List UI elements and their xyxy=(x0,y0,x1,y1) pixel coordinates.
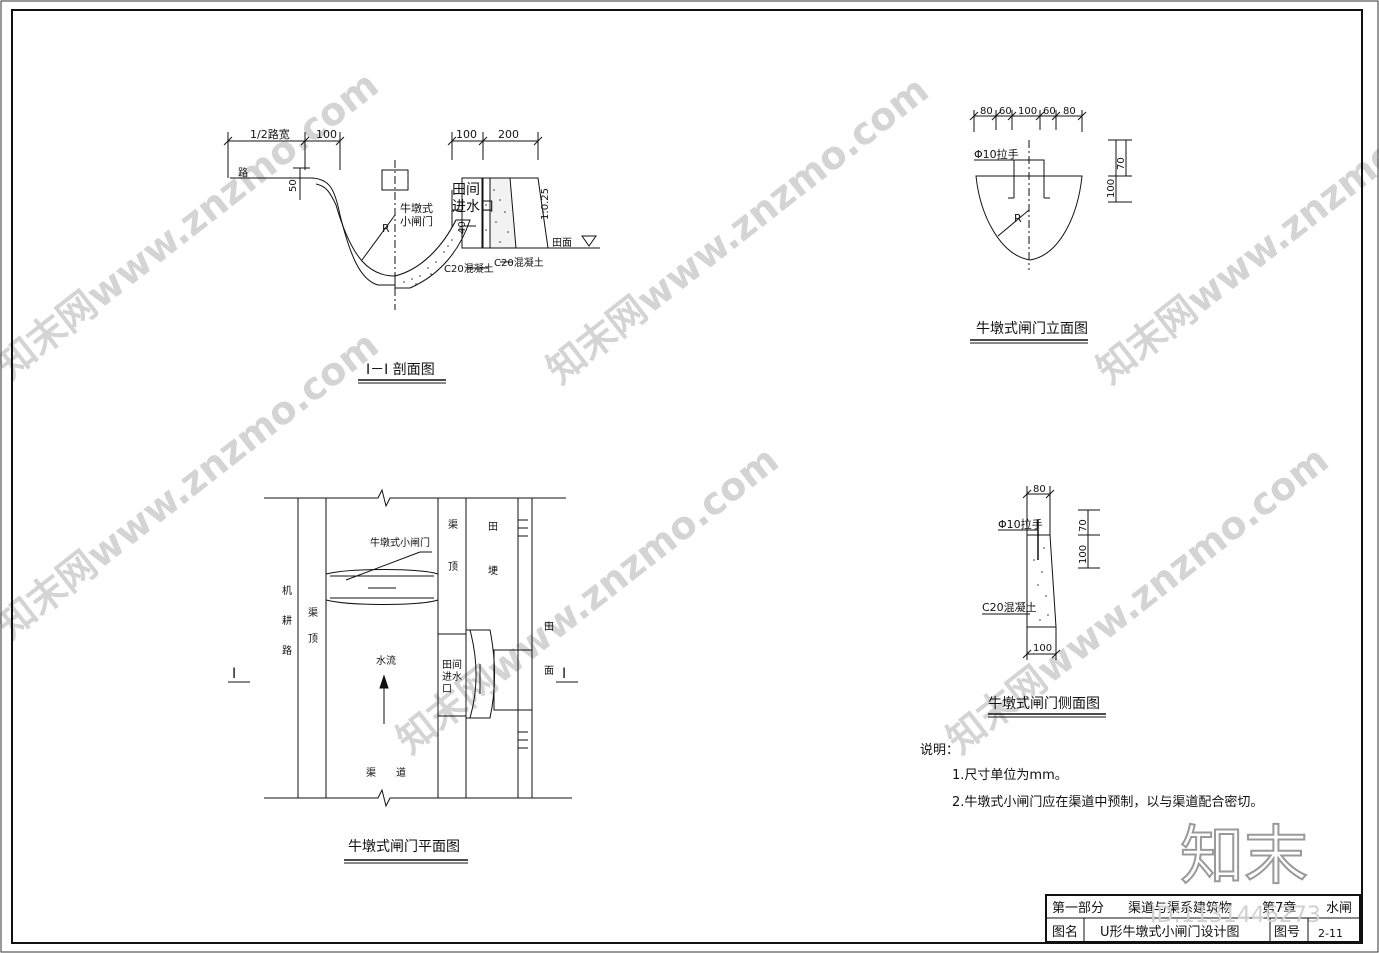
elevation-view-text: 80 60 100 60 80 Φ10拉手 R 70 100 牛墩式闸门立面图 xyxy=(974,106,1127,337)
section-mark-right: I xyxy=(562,666,566,682)
notes-heading: 说明： xyxy=(920,743,959,758)
notes: 说明： 1.尺寸单位为mm。 2.牛墩式小闸门应在渠道中预制，以与渠道配合密切。 xyxy=(920,743,1263,810)
title-block-text: 第一部分 渠道与渠系建筑物 第7章 水闸 图名 U形牛墩式小闸门设计图 图号 2… xyxy=(1052,900,1352,940)
elev-radius-label: R xyxy=(1014,212,1022,225)
tb-section: 第7章 xyxy=(1262,900,1296,916)
tb-drawing-name: U形牛墩式小闸门设计图 xyxy=(1100,925,1240,940)
concrete-label-1: C20混凝土 xyxy=(444,262,494,275)
site-watermark: 知末网www.znzmo.com xyxy=(538,67,936,392)
inlet-label: 田间进水口 xyxy=(452,182,494,215)
plan-view-text: 牛墩式小闸门 机耕路 渠顶 渠顶 田埂 田面 水流 田间进水口 渠 道 I I … xyxy=(232,519,566,855)
tb-number-label: 图号 xyxy=(1274,925,1300,940)
note-item-2: 2.牛墩式小闸门应在渠道中预制，以与渠道配合密切。 xyxy=(952,794,1263,810)
dim-200: 200 xyxy=(498,128,519,141)
plan-canal-label: 渠 道 xyxy=(366,766,406,779)
plan-road-label: 机耕路 xyxy=(282,584,292,657)
elev-dim-3: 100 xyxy=(1018,106,1037,117)
tb-chapter: 渠道与渠系建筑物 xyxy=(1128,900,1232,916)
site-watermark: 知末网www.znzmo.com xyxy=(388,437,786,762)
elev-dim-1: 80 xyxy=(980,106,993,117)
side-view-text: 80 Φ10拉手 C20混凝土 100 70 100 牛墩式闸门侧面图 xyxy=(982,484,1100,712)
site-watermark: 知末网www.znzmo.com xyxy=(0,322,387,647)
gate-label: 牛墩式小闸门 xyxy=(400,201,433,228)
plan-gate-label: 牛墩式小闸门 xyxy=(370,536,430,549)
dim-40: 40 xyxy=(457,221,468,234)
tb-topic: 水闸 xyxy=(1326,901,1352,916)
tb-name-label: 图名 xyxy=(1052,924,1078,940)
side-height-total: 100 xyxy=(1078,545,1089,564)
side-height-top: 70 xyxy=(1078,519,1089,532)
side-bottom-dim: 100 xyxy=(1033,643,1052,654)
concrete-label-2: C20混凝土 xyxy=(494,256,544,269)
section-view-text: 1/2路宽 100 100 200 路 50 40 牛墩式小闸门 R 田间进水口… xyxy=(238,127,572,378)
tb-drawing-number: 2-11 xyxy=(1318,927,1343,940)
plan-view xyxy=(264,488,572,864)
side-view xyxy=(982,486,1106,718)
elevation-view xyxy=(969,110,1132,344)
radius-label: R xyxy=(382,222,390,235)
field-label: 田面 xyxy=(552,238,572,249)
note-item-1: 1.尺寸单位为mm。 xyxy=(952,768,1068,783)
plan-field-surface: 田面 xyxy=(544,622,554,677)
side-handle-label: Φ10拉手 xyxy=(998,517,1043,531)
tb-part: 第一部分 xyxy=(1052,901,1104,916)
watermark-layer: 知末网www.znzmo.com 知末网www.znzmo.com 知末网www… xyxy=(0,62,1379,762)
section-view xyxy=(223,132,600,384)
plan-canal-top-left: 渠顶 xyxy=(308,607,318,645)
plan-view-title: 牛墩式闸门平面图 xyxy=(348,839,460,855)
brand-watermark: 知末 xyxy=(1180,820,1308,894)
side-concrete-label: C20混凝土 xyxy=(982,600,1037,614)
elev-height-top: 70 xyxy=(1116,157,1127,170)
elev-dim-4: 60 xyxy=(1043,106,1056,117)
side-top-dim: 80 xyxy=(1033,484,1046,495)
plan-canal-top-right: 渠顶 xyxy=(448,519,458,573)
slope-label: 1:0.25 xyxy=(540,188,551,220)
elev-dim-2: 60 xyxy=(999,106,1012,117)
road-label: 路 xyxy=(238,166,248,179)
section-view-title: I－I 剖面图 xyxy=(366,362,435,378)
elev-handle-label: Φ10拉手 xyxy=(974,147,1019,161)
elevation-view-title: 牛墩式闸门立面图 xyxy=(976,321,1088,337)
dim-100-left: 100 xyxy=(316,128,337,141)
elev-dim-5: 80 xyxy=(1063,106,1076,117)
elev-height-total: 100 xyxy=(1106,179,1117,198)
dim-half-width: 1/2路宽 xyxy=(250,127,290,141)
site-watermark: 知末网www.znzmo.com xyxy=(1088,67,1379,392)
dim-50: 50 xyxy=(288,179,299,192)
dim-100-right: 100 xyxy=(456,128,477,141)
side-view-title: 牛墩式闸门侧面图 xyxy=(988,696,1100,712)
id-watermark: ID:1131446273 xyxy=(1150,903,1321,928)
section-mark-left: I xyxy=(232,666,236,682)
inner-border xyxy=(11,9,1363,944)
title-block xyxy=(1045,894,1361,943)
plan-flow-label: 水流 xyxy=(376,654,396,667)
plan-inlet-label: 田间进水口 xyxy=(442,658,462,695)
plan-field-ridge: 田埂 xyxy=(488,522,498,577)
site-watermark: 知末网www.znzmo.com xyxy=(0,62,387,387)
